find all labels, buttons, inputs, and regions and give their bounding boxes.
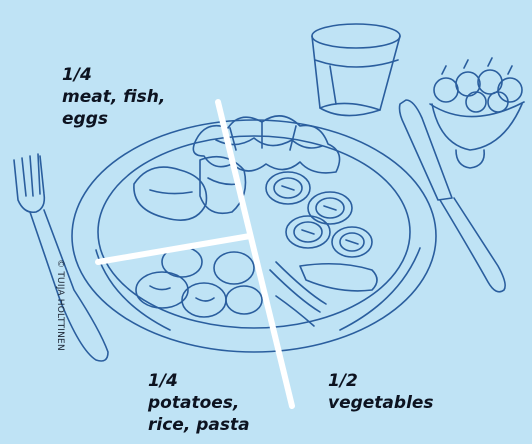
copyright-credit: © TUIJA HOLTTINEN xyxy=(55,235,65,375)
label-meat-line-1: meat, fish, xyxy=(62,86,165,108)
fruit-bowl-icon xyxy=(430,58,524,168)
label-meat-line-2: eggs xyxy=(62,108,165,130)
plate-icon xyxy=(72,120,436,352)
plate-divider xyxy=(98,102,292,406)
knife-icon xyxy=(400,100,506,292)
label-veg-fraction: 1/2 xyxy=(328,370,434,392)
tomato-slices-icon xyxy=(266,172,372,257)
label-vegetables: 1/2 vegetables xyxy=(328,370,434,414)
glass-icon xyxy=(312,24,400,116)
label-meat-fraction: 1/4 xyxy=(62,64,165,86)
label-carbs-line-2: rice, pasta xyxy=(148,414,250,436)
label-meat-fish-eggs: 1/4 meat, fish, eggs xyxy=(62,64,165,130)
meat-fish-icon xyxy=(134,157,246,220)
label-potatoes-rice-pasta: 1/4 potatoes, rice, pasta xyxy=(148,370,250,436)
label-veg-line-1: vegetables xyxy=(328,392,434,414)
label-carbs-line-1: potatoes, xyxy=(148,392,250,414)
vegetables-icon xyxy=(270,262,377,326)
label-carbs-fraction: 1/4 xyxy=(148,370,250,392)
